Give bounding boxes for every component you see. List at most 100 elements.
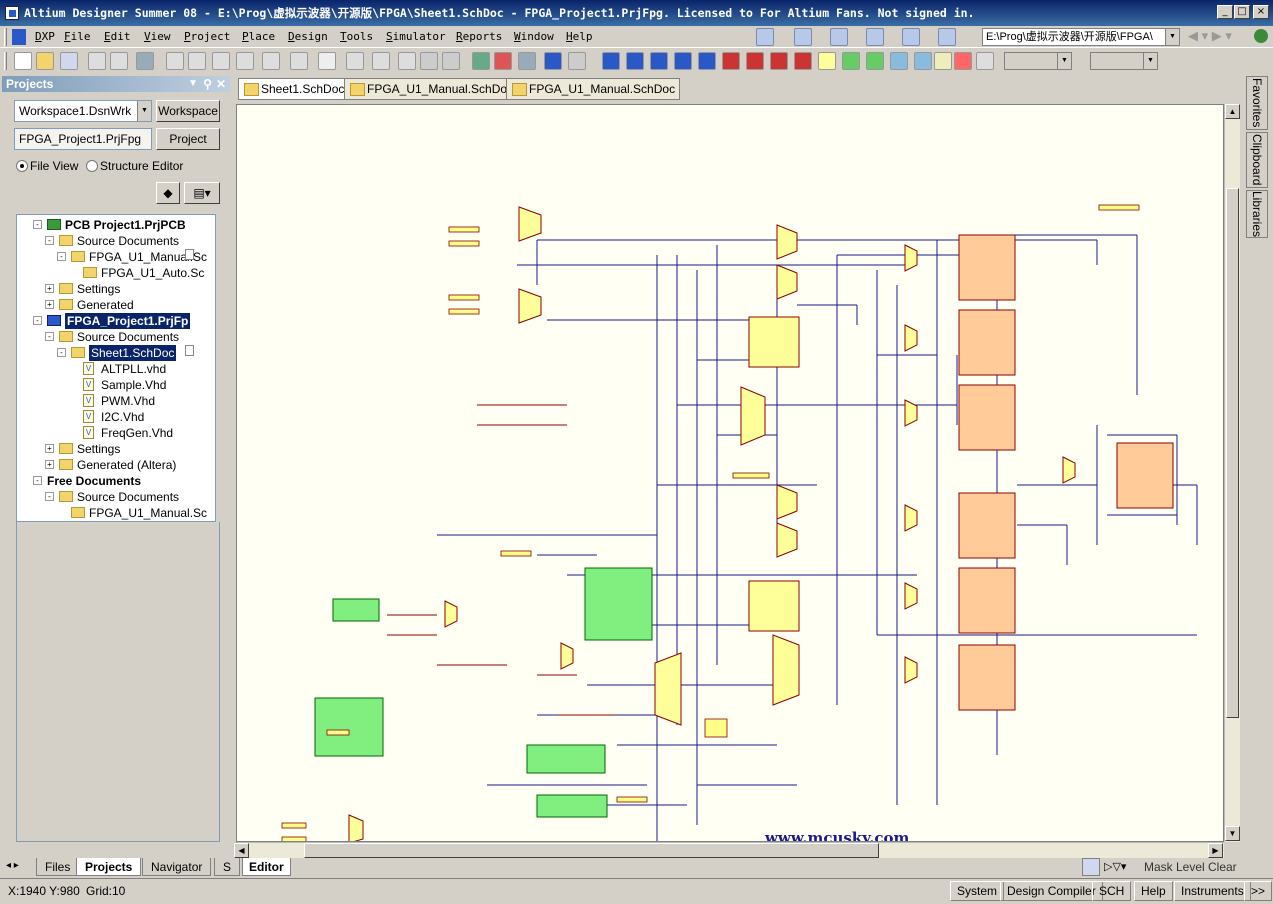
- panel-tab-files[interactable]: Files: [36, 858, 80, 876]
- side-tab-favorites[interactable]: Favorites: [1246, 76, 1268, 130]
- toolbar-tool-34-icon[interactable]: [842, 52, 860, 70]
- menu-simulator[interactable]: Simulator: [386, 30, 446, 43]
- tree-expander-icon[interactable]: +: [45, 300, 54, 309]
- tree-item[interactable]: -Source Documents: [17, 329, 215, 345]
- toolbar-tool-19-icon[interactable]: [472, 52, 490, 70]
- menu-window[interactable]: Window: [514, 30, 554, 43]
- toolbar-tool-23-icon[interactable]: [568, 52, 586, 70]
- app-icon[interactable]: [5, 6, 19, 20]
- toolbar-tool-24-icon[interactable]: [602, 52, 620, 70]
- tree-item[interactable]: +Generated: [17, 297, 215, 313]
- menu-tools[interactable]: Tools: [340, 30, 374, 43]
- tree-expander-icon[interactable]: -: [57, 348, 66, 357]
- status-button-design-compiler[interactable]: Design Compiler: [1000, 881, 1103, 901]
- toolbar-tool-3-icon[interactable]: [60, 52, 78, 70]
- status-more-button[interactable]: >>: [1244, 881, 1273, 901]
- menu-project[interactable]: Project: [184, 30, 231, 43]
- menu-view[interactable]: View: [144, 30, 171, 43]
- toolbar-tool-38-icon[interactable]: [934, 52, 952, 70]
- panel-tab-navigator[interactable]: Navigator: [142, 858, 212, 876]
- toolbar-tool-22-icon[interactable]: [544, 52, 562, 70]
- editor-tab[interactable]: Editor: [242, 858, 291, 876]
- tree-item[interactable]: -PCB Project1.PrjPCB: [17, 217, 215, 233]
- mask-pencil-icon[interactable]: [1082, 858, 1100, 876]
- toolbar-tool-5-icon[interactable]: [110, 52, 128, 70]
- path-combo[interactable]: E:\Prog\虚拟示波器\开源版\FPGA\ ▼: [982, 28, 1180, 46]
- wiring-tool-3-icon[interactable]: [830, 28, 848, 46]
- filter-combo-2[interactable]: ▼: [1090, 52, 1158, 70]
- wiring-tool-2-icon[interactable]: [794, 28, 812, 46]
- status-button-instruments[interactable]: Instruments: [1174, 881, 1251, 901]
- menu-edit[interactable]: Edit: [104, 30, 131, 43]
- panel-menu-icon[interactable]: ▼: [188, 78, 198, 89]
- tree-expander-icon[interactable]: +: [45, 444, 54, 453]
- doc-tab-3[interactable]: FPGA_U1_Manual.SchDoc: [506, 78, 681, 100]
- toolbar-tool-9-icon[interactable]: [212, 52, 230, 70]
- toolbar-tool-18-icon[interactable]: [442, 52, 460, 70]
- tree-item[interactable]: -Sheet1.SchDoc: [17, 345, 215, 361]
- wiring-tool-1-icon[interactable]: [756, 28, 774, 46]
- toolbar-tool-40-icon[interactable]: [976, 52, 994, 70]
- minimize-button[interactable]: _: [1217, 5, 1233, 19]
- status-button-sch[interactable]: SCH: [1092, 881, 1132, 901]
- tab-scroll-left-icon[interactable]: ◂ ▸: [6, 860, 19, 871]
- menu-place[interactable]: Place: [242, 30, 276, 43]
- toolbar-tool-30-icon[interactable]: [746, 52, 764, 70]
- structure-editor-radio[interactable]: [86, 160, 98, 172]
- tree-expander-icon[interactable]: +: [45, 284, 54, 293]
- clear-button[interactable]: Clear: [1208, 860, 1237, 874]
- panel-tab-projects[interactable]: Projects: [76, 858, 142, 876]
- menu-help[interactable]: Help: [566, 30, 593, 43]
- workspace-combo[interactable]: Workspace1.DsnWrk ▼: [14, 100, 152, 122]
- tree-expander-icon[interactable]: -: [57, 252, 66, 261]
- tree-expander-icon[interactable]: -: [33, 220, 42, 229]
- wiring-tool-6-icon[interactable]: [938, 28, 956, 46]
- toolbar-tool-29-icon[interactable]: [722, 52, 740, 70]
- toolbar-tool-36-icon[interactable]: [890, 52, 908, 70]
- toolbar-tool-6-icon[interactable]: [136, 52, 154, 70]
- toolbar-tool-16-icon[interactable]: [398, 52, 416, 70]
- wiring-tool-5-icon[interactable]: [902, 28, 920, 46]
- tree-item[interactable]: -Source Documents: [17, 489, 215, 505]
- tree-expander-icon[interactable]: -: [45, 236, 54, 245]
- mask-filter-icon[interactable]: ▷▽▾: [1104, 861, 1127, 873]
- toolbar-tool-12-icon[interactable]: [290, 52, 308, 70]
- toolbar-tool-20-icon[interactable]: [494, 52, 512, 70]
- toolbar-tool-37-icon[interactable]: [914, 52, 932, 70]
- toolbar-tool-17-icon[interactable]: [420, 52, 438, 70]
- toolbar-tool-35-icon[interactable]: [866, 52, 884, 70]
- menu-file[interactable]: File: [64, 30, 91, 43]
- toolbar-tool-26-icon[interactable]: [650, 52, 668, 70]
- tree-expander-icon[interactable]: -: [33, 476, 42, 485]
- toolbar-tool-14-icon[interactable]: [346, 52, 364, 70]
- tree-expander-icon[interactable]: +: [45, 460, 54, 469]
- horizontal-scrollbar[interactable]: ◀ ▶: [234, 842, 1224, 858]
- tree-item[interactable]: FPGA_U1_Manual.Sc: [17, 505, 215, 521]
- vertical-scrollbar[interactable]: ▲ ▼: [1224, 104, 1240, 842]
- tree-item[interactable]: FPGA_U1_Auto.Sc: [17, 265, 215, 281]
- tree-item[interactable]: -Free Documents: [17, 473, 215, 489]
- toolbar-tool-27-icon[interactable]: [674, 52, 692, 70]
- menu-dxp[interactable]: DXP: [35, 30, 55, 43]
- panel-close-icon[interactable]: ✕: [215, 77, 226, 91]
- toolbar-tool-32-icon[interactable]: [794, 52, 812, 70]
- horizontal-scroll-thumb[interactable]: [304, 843, 879, 858]
- vertical-scroll-thumb[interactable]: [1226, 188, 1239, 718]
- panel-tab-s[interactable]: S: [214, 858, 241, 876]
- schematic-sheet[interactable]: www.mcusky.com: [236, 104, 1224, 842]
- toolbar-tool-13-icon[interactable]: [318, 52, 336, 70]
- project-options-icon[interactable]: ▤▾: [184, 182, 220, 204]
- toolbar-tool-1-icon[interactable]: [14, 52, 32, 70]
- project-button[interactable]: Project: [156, 128, 220, 150]
- toolbar-tool-21-icon[interactable]: [518, 52, 536, 70]
- tree-expander-icon[interactable]: -: [45, 332, 54, 341]
- tree-item[interactable]: +Generated (Altera): [17, 457, 215, 473]
- toolbar-tool-11-icon[interactable]: [262, 52, 280, 70]
- status-button-help[interactable]: Help: [1134, 881, 1173, 901]
- toolbar-tool-25-icon[interactable]: [626, 52, 644, 70]
